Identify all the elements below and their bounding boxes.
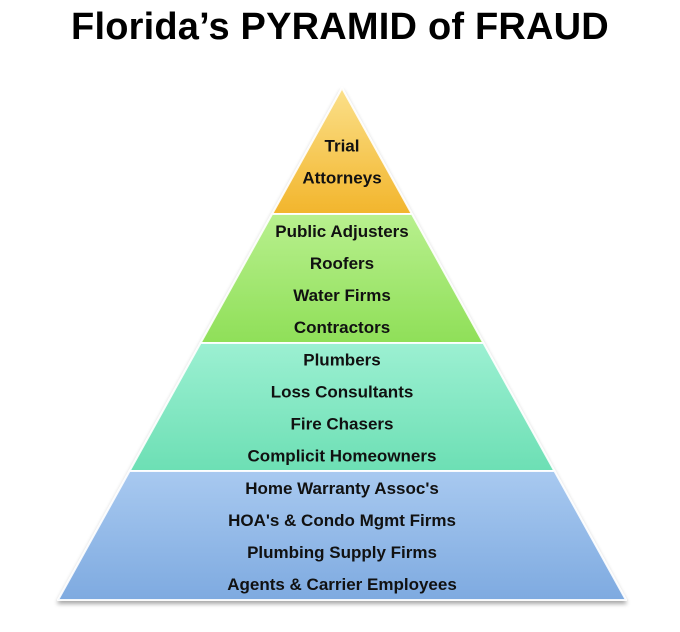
tier-upper-middle-label: Contractors [294, 318, 390, 337]
tier-lower-middle-label: Plumbers [303, 350, 380, 369]
tier-upper-middle-label: Water Firms [293, 286, 391, 305]
tier-base-label: Home Warranty Assoc's [245, 479, 439, 498]
tier-upper-middle-label: Public Adjusters [275, 222, 409, 241]
tier-lower-middle-label: Loss Consultants [271, 382, 414, 401]
tier-lower-middle-label: Complicit Homeowners [248, 446, 437, 465]
tier-base-label: Plumbing Supply Firms [247, 543, 437, 562]
tier-upper-middle-label: Roofers [310, 254, 374, 273]
page-title: Florida’s PYRAMID of FRAUD [71, 6, 609, 48]
tier-base-label: HOA's & Condo Mgmt Firms [228, 511, 456, 530]
pyramid-tiers [57, 87, 627, 601]
tier-base-label: Agents & Carrier Employees [227, 575, 457, 594]
tier-lower-middle-label: Fire Chasers [291, 414, 394, 433]
tier-top-label: Trial [325, 136, 360, 155]
tier-top-label: Attorneys [302, 168, 381, 187]
tier-base [57, 470, 627, 601]
